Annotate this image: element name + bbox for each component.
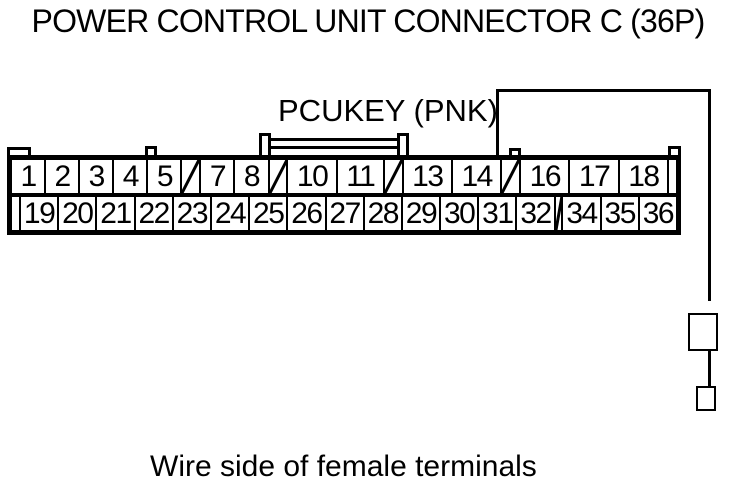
wire-segment-horizontal (496, 89, 711, 92)
pin-cell-28: 28 (362, 195, 403, 232)
pin-cell-36: 36 (637, 195, 678, 232)
connector-corner-notch-left (7, 147, 31, 155)
pin-cell-5: 5 (146, 158, 183, 195)
pin-cell-27: 27 (324, 195, 365, 232)
pin-cell-29: 29 (400, 195, 442, 232)
caption-text: Wire side of female terminals (150, 450, 537, 483)
pin-cell-30: 30 (439, 195, 480, 232)
pin-cell-21: 21 (95, 195, 136, 232)
pin-cell-3: 3 (78, 158, 115, 195)
pin-cell-blocked (500, 158, 522, 195)
pin-cell-blocked (180, 158, 202, 195)
pin-cell-26: 26 (286, 195, 327, 232)
terminal-symbol-large (688, 313, 718, 351)
pin-cell-22: 22 (133, 195, 174, 232)
pin-cell-1: 1 (10, 158, 47, 195)
connector-tab-small-left (145, 146, 157, 155)
pin-cell-24: 24 (209, 195, 251, 232)
pin-cell-16: 16 (519, 158, 571, 195)
diagram-title: POWER CONTROL UNIT CONNECTOR C (36P) (31, 3, 706, 39)
connector-latch-post-left (259, 133, 271, 155)
pin-cell-13: 13 (401, 158, 453, 195)
terminal-link-line (708, 350, 711, 387)
pin-cell-34: 34 (561, 195, 602, 232)
pin-cell-2: 2 (44, 158, 81, 195)
pin-cell-32: 32 (515, 195, 556, 232)
pin-cell-25: 25 (248, 195, 289, 232)
pin-cell-blocked (267, 158, 289, 195)
pin-cell-35: 35 (599, 195, 640, 232)
pin-cell-8: 8 (233, 158, 270, 195)
connector-latch-post-right (397, 133, 409, 155)
pin-cell-23: 23 (171, 195, 212, 232)
pin-cell-18: 18 (617, 158, 670, 195)
connector-tab-small-right (509, 148, 521, 155)
pin-cell-4: 4 (112, 158, 149, 195)
wire-name-label: PCUKEY (PNK) (278, 93, 498, 128)
connector-corner-notch-right (668, 146, 681, 155)
pin-cell-7: 7 (199, 158, 236, 195)
pin-cell-17: 17 (568, 158, 620, 195)
terminal-symbol-small (696, 386, 716, 411)
pin-cell-11: 11 (335, 158, 385, 195)
pin-cell-blocked (382, 158, 404, 195)
pin-cell-31: 31 (477, 195, 518, 232)
pin-cell-19: 19 (19, 195, 60, 232)
pin-cell-14: 14 (451, 158, 503, 195)
connector-latch-bar (263, 138, 404, 149)
wire-segment-vertical-right (708, 89, 711, 301)
wire-segment-to-pin14 (496, 89, 499, 157)
pin-cell-20: 20 (57, 195, 98, 232)
pin-cell-10: 10 (286, 158, 338, 195)
